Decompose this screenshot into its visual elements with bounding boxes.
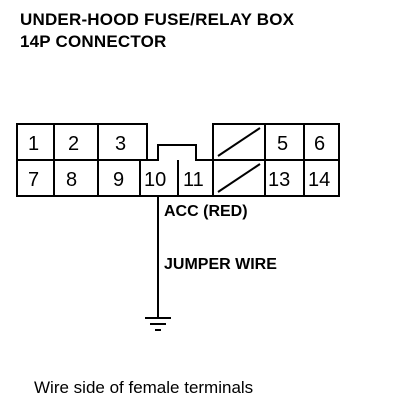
pin-13: 13 bbox=[268, 169, 290, 191]
pin-1: 1 bbox=[28, 133, 39, 155]
pin-14: 14 bbox=[308, 169, 330, 191]
pin-11: 11 bbox=[183, 169, 204, 191]
acc-red-label: ACC (RED) bbox=[164, 203, 248, 220]
pin-10: 10 bbox=[144, 169, 166, 191]
pin-7: 7 bbox=[28, 169, 39, 191]
diagram-title-line-2: 14P CONNECTOR bbox=[20, 32, 167, 51]
pin-2: 2 bbox=[68, 133, 79, 155]
pin-3: 3 bbox=[115, 133, 126, 155]
pin-9: 9 bbox=[113, 169, 124, 191]
diagram-title-line-1: UNDER-HOOD FUSE/RELAY BOX bbox=[20, 10, 295, 29]
unused-terminal-slash-top bbox=[217, 127, 261, 157]
diagram-caption: Wire side of female terminals bbox=[34, 378, 254, 397]
pin-6: 6 bbox=[314, 133, 325, 155]
pin-8: 8 bbox=[66, 169, 77, 191]
jumper-wire-label: JUMPER WIRE bbox=[164, 256, 277, 273]
ground-symbol-icon bbox=[145, 317, 171, 331]
unused-terminal-slash-bottom bbox=[217, 163, 261, 193]
pin-5: 5 bbox=[277, 133, 288, 155]
